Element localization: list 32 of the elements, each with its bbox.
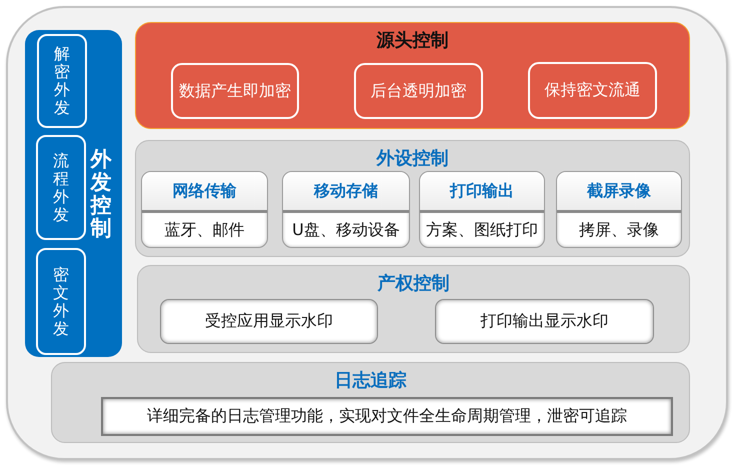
card-heading: 打印输出	[450, 180, 514, 202]
card-text: 拷屏、录像	[579, 220, 659, 240]
feature-box: 受控应用显示水印	[160, 299, 378, 344]
section-panel	[135, 22, 690, 129]
section-panel	[135, 140, 690, 257]
side-panel	[25, 30, 122, 357]
card-text: 方案、图纸打印	[426, 220, 538, 240]
card-text: 蓝牙、邮件	[164, 220, 244, 240]
category-card	[141, 171, 268, 248]
outer-panel	[6, 6, 728, 460]
card-text: U盘、移动设备	[292, 220, 400, 240]
channel-box: 流程外发	[36, 135, 86, 240]
section-panel	[137, 265, 690, 353]
card-heading: 移动存储	[314, 180, 378, 202]
card-heading: 截屏录像	[587, 180, 651, 202]
category-card	[419, 171, 545, 248]
section-heading: 源头控制	[376, 30, 448, 52]
feature-box: 保持密文流通	[528, 62, 657, 119]
section-heading: 产权控制	[378, 273, 450, 295]
panel-heading: 外发控制	[89, 148, 112, 240]
feature-box: 打印输出显示水印	[435, 299, 654, 344]
channel-box: 密文外发	[36, 248, 86, 355]
card-heading: 网络传输	[172, 180, 236, 202]
section-panel	[51, 362, 690, 443]
feature-box: 数据产生即加密	[171, 63, 299, 119]
feature-box: 后台透明加密	[354, 63, 483, 119]
description-box: 详细完备的日志管理功能，实现对文件全生命周期管理，泄密可追踪	[101, 397, 673, 436]
category-card	[282, 171, 410, 248]
section-heading: 外设控制	[376, 148, 448, 170]
section-heading: 日志追踪	[334, 370, 406, 392]
channel-box: 解密外发	[37, 34, 87, 128]
category-card	[556, 171, 682, 248]
